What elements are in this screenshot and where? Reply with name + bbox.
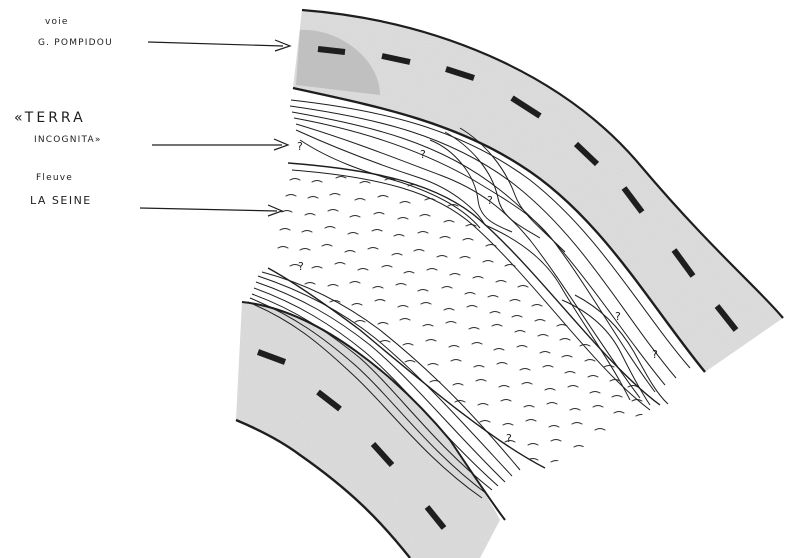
lower-road-bottom-edge xyxy=(235,418,411,558)
arrow-fleuve-line xyxy=(139,207,278,212)
question-marks: ? ? ? ? ? ? ? xyxy=(297,140,658,445)
upper-road-inner-edge xyxy=(292,86,706,373)
question-mark: ? xyxy=(506,432,512,445)
label-la-seine: LA SEINE xyxy=(30,194,92,207)
upper-road xyxy=(292,8,784,373)
lower-road xyxy=(235,301,506,558)
river-upper-bank xyxy=(287,162,661,406)
upper-road-outer-edge xyxy=(301,8,784,319)
river-upper-bank-2 xyxy=(291,169,651,411)
arrow-voie-head xyxy=(274,39,292,52)
label-incognita: INCOGNITA» xyxy=(34,135,102,145)
river-seine xyxy=(267,162,661,469)
question-mark: ? xyxy=(420,148,426,161)
question-mark: ? xyxy=(297,140,303,153)
lower-road-center-dashes xyxy=(256,349,447,530)
label-g-pompidou: G. POMPIDOU xyxy=(38,38,113,48)
arrow-fleuve-head xyxy=(267,204,284,217)
lower-bank-strata xyxy=(247,271,521,499)
annotation-fleuve: Fleuve LA SEINE xyxy=(30,173,284,217)
arrow-voie-line xyxy=(147,41,284,47)
label-fleuve: Fleuve xyxy=(36,173,73,183)
question-mark: ? xyxy=(652,348,658,361)
question-mark: ? xyxy=(487,194,493,207)
label-voie: voie xyxy=(45,17,69,27)
upper-road-center-dashes xyxy=(317,46,739,332)
arrow-terra-head xyxy=(273,138,290,151)
river-lower-bank xyxy=(267,267,546,469)
annotation-voie: voie G. POMPIDOU xyxy=(38,17,292,52)
label-terra: «TERRA xyxy=(14,110,86,126)
river-wave-texture xyxy=(277,176,647,463)
question-mark: ? xyxy=(615,310,621,323)
lower-road-fill-base xyxy=(236,302,500,558)
upper-road-fill-base xyxy=(293,10,783,372)
annotation-terra-incognita: «TERRA INCOGNITA» xyxy=(14,110,290,151)
upper-bank-strata xyxy=(289,99,691,406)
question-mark: ? xyxy=(298,260,304,273)
upper-road-shadow xyxy=(296,29,380,96)
